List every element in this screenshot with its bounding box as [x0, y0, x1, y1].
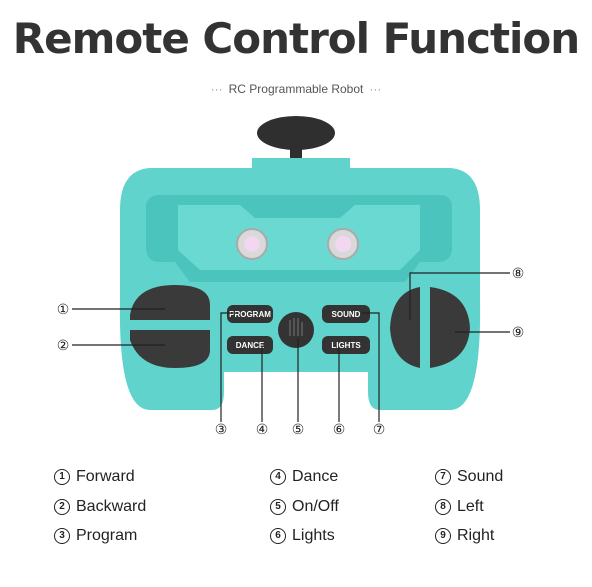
program-button-label: PROGRAM — [229, 310, 271, 319]
forward-button[interactable] — [130, 285, 210, 320]
page-title: Remote Control Function — [12, 14, 580, 63]
callout-3: ③ — [215, 421, 228, 437]
left-button[interactable] — [390, 287, 420, 368]
subtitle-text: RC Programmable Robot — [228, 82, 364, 96]
page-subtitle: ···RC Programmable Robot··· — [210, 82, 382, 96]
sound-button[interactable] — [322, 305, 370, 323]
callout-5: ⑤ — [292, 421, 305, 437]
lights-button-label: LIGHTS — [331, 341, 361, 350]
program-button[interactable] — [227, 305, 273, 323]
callout-6: ⑥ — [333, 421, 346, 437]
callout-9: ⑨ — [512, 324, 525, 340]
callout-4: ④ — [256, 421, 269, 437]
sound-button-label: SOUND — [332, 310, 361, 319]
callout-2: ② — [57, 337, 70, 353]
joystick-knob[interactable] — [257, 116, 335, 150]
power-button[interactable] — [278, 312, 314, 348]
backward-button[interactable] — [130, 330, 210, 368]
lights-button[interactable] — [322, 336, 370, 354]
callout-7: ⑦ — [373, 421, 386, 437]
dance-button-label: DANCE — [236, 341, 265, 350]
callout-1: ① — [57, 301, 70, 317]
visor — [178, 205, 420, 270]
joystick-stem — [290, 145, 302, 161]
right-button[interactable] — [430, 287, 470, 368]
callout-8: ⑧ — [512, 265, 525, 281]
power-hand-icon — [289, 318, 303, 336]
